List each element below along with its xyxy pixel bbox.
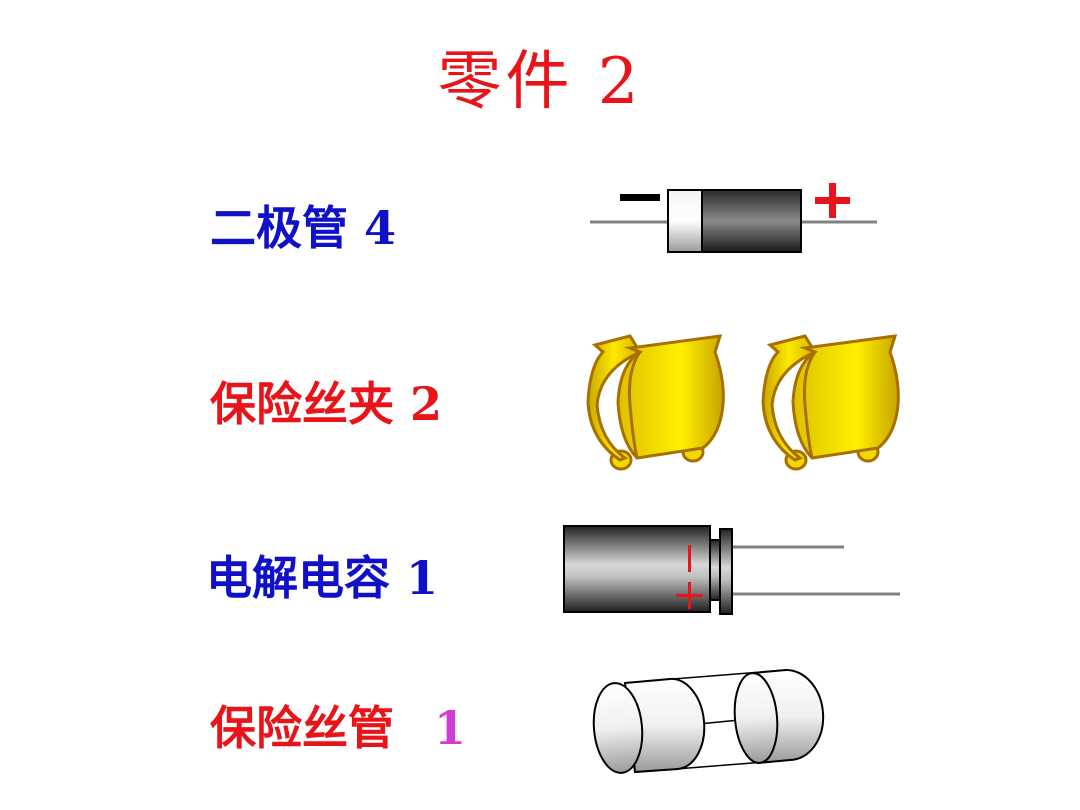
item-qty: 2: [410, 377, 443, 431]
item-label-fuse-tube: 保险丝管 1: [210, 692, 466, 758]
capacitor-body: [563, 525, 711, 613]
item-qty: 4: [364, 201, 397, 255]
capacitor-illustration: [563, 525, 900, 615]
item-name: 电解电容: [206, 551, 390, 605]
item-name: 二极管: [210, 201, 348, 255]
fuse-tube-illustration: [592, 668, 825, 774]
page-title: 零件 2: [437, 45, 643, 119]
fuse-clip-illustration: [586, 334, 900, 471]
item-name: 保险丝管: [210, 701, 394, 755]
item-label-fuse-clip: 保险丝夹 2: [210, 368, 442, 434]
item-label-capacitor: 电解电容 1: [206, 542, 438, 608]
diode-cathode-band: [667, 189, 703, 253]
capacitor-minus-sign: [688, 545, 691, 572]
diode-illustration: [590, 183, 877, 253]
diode-body: [701, 189, 802, 253]
fuse-clip-2: [761, 334, 900, 471]
item-name: 保险丝夹: [210, 377, 394, 431]
item-label-diode: 二极管 4: [210, 192, 396, 258]
fuse-clip-1: [586, 334, 725, 471]
diode-minus-sign: [620, 194, 660, 201]
fuse-end-cap-left: [623, 677, 706, 774]
item-qty: 1: [406, 551, 439, 605]
item-qty: 1: [434, 701, 467, 755]
